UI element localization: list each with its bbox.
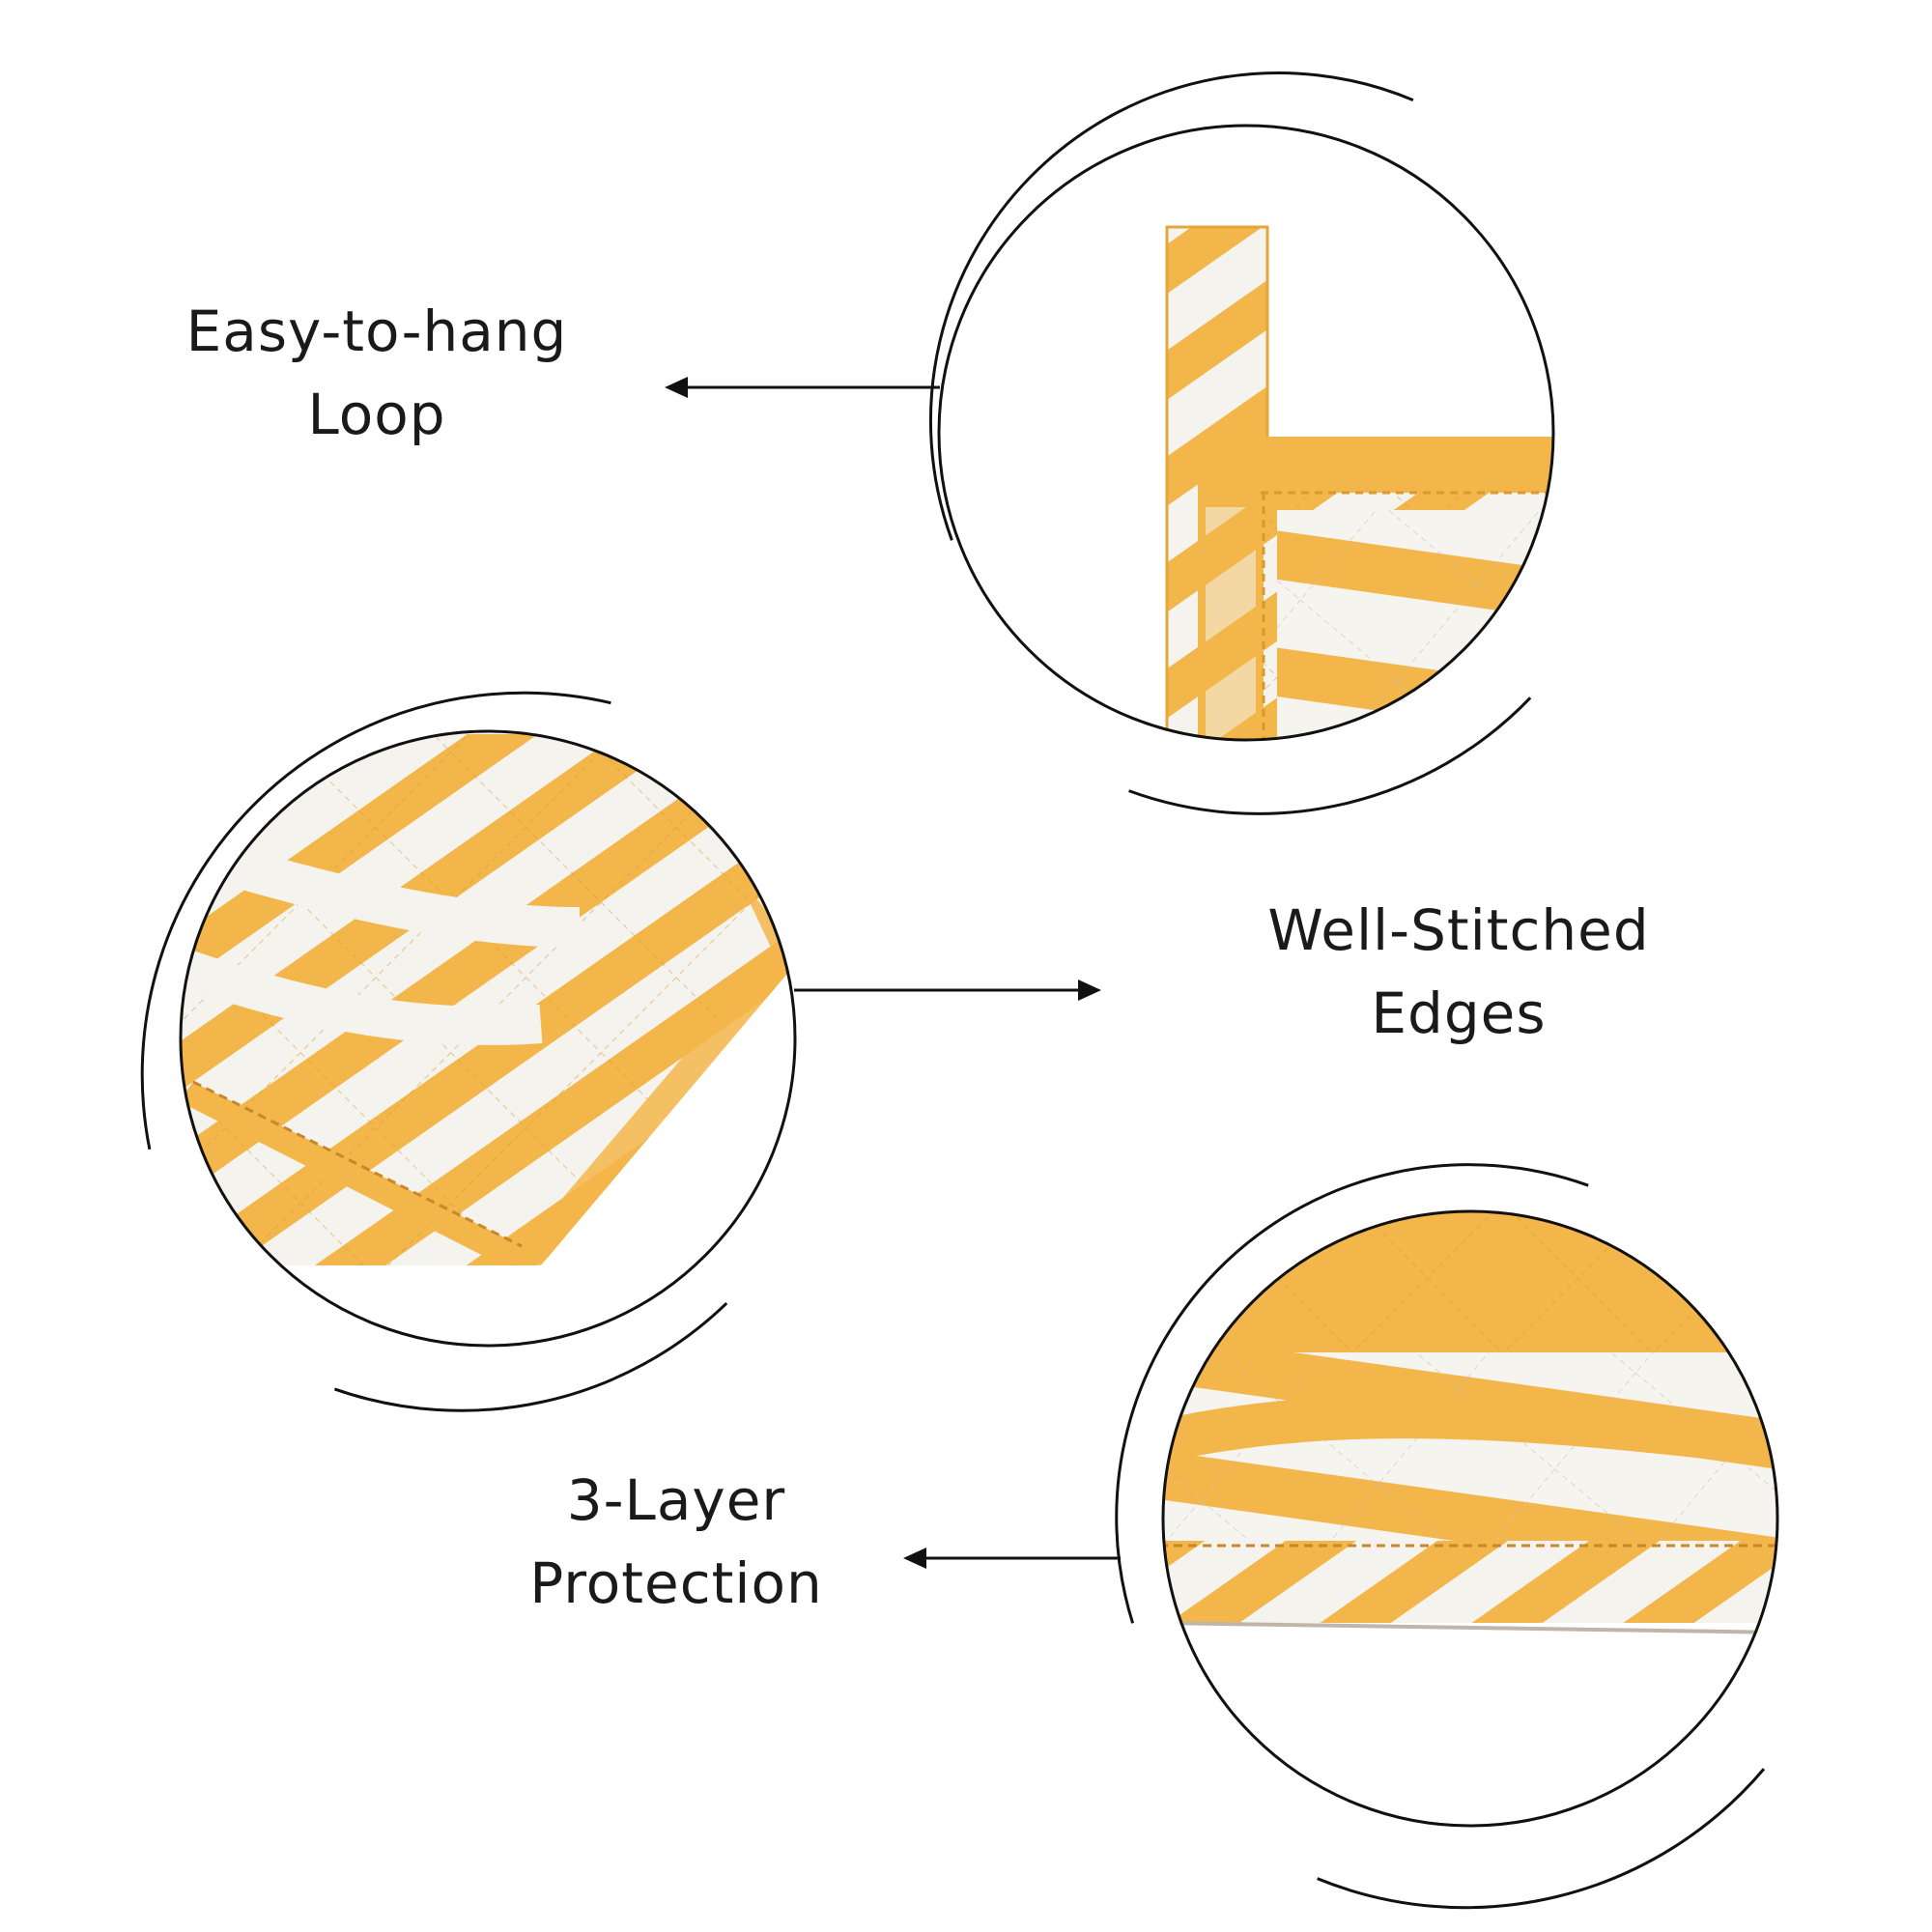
arrow-left-icon: [665, 377, 940, 398]
feature-label-line: Loop: [307, 382, 446, 447]
feature-label-line: 3-Layer: [566, 1467, 786, 1533]
arrow-right-icon: [794, 980, 1101, 1001]
outer-arc-bot-right: [1317, 1768, 1766, 1910]
loop-detail-image: [928, 71, 1555, 815]
feature-label-line: Protection: [529, 1550, 823, 1616]
layer-detail-image: [1115, 1163, 1779, 1910]
outer-arc-mid-left: [140, 691, 611, 1151]
outer-arc-bot-left: [1115, 1163, 1589, 1624]
arrow-left-icon: [903, 1548, 1121, 1569]
feature-label-edges: Well-Stitched Edges: [1217, 889, 1700, 1055]
feature-label-line: Easy-to-hang: [185, 298, 568, 364]
feature-label-line: Well-Stitched: [1267, 897, 1650, 963]
feature-label-loop: Easy-to-hang Loop: [135, 290, 618, 456]
outer-arc-top-right: [1128, 696, 1532, 815]
edges-detail-image: [140, 691, 797, 1412]
outer-arc-mid-right: [333, 1302, 728, 1412]
feature-label-line: Edges: [1371, 980, 1547, 1046]
feature-label-layer: 3-Layer Protection: [454, 1459, 898, 1625]
outer-arc-top-left: [928, 71, 1414, 541]
